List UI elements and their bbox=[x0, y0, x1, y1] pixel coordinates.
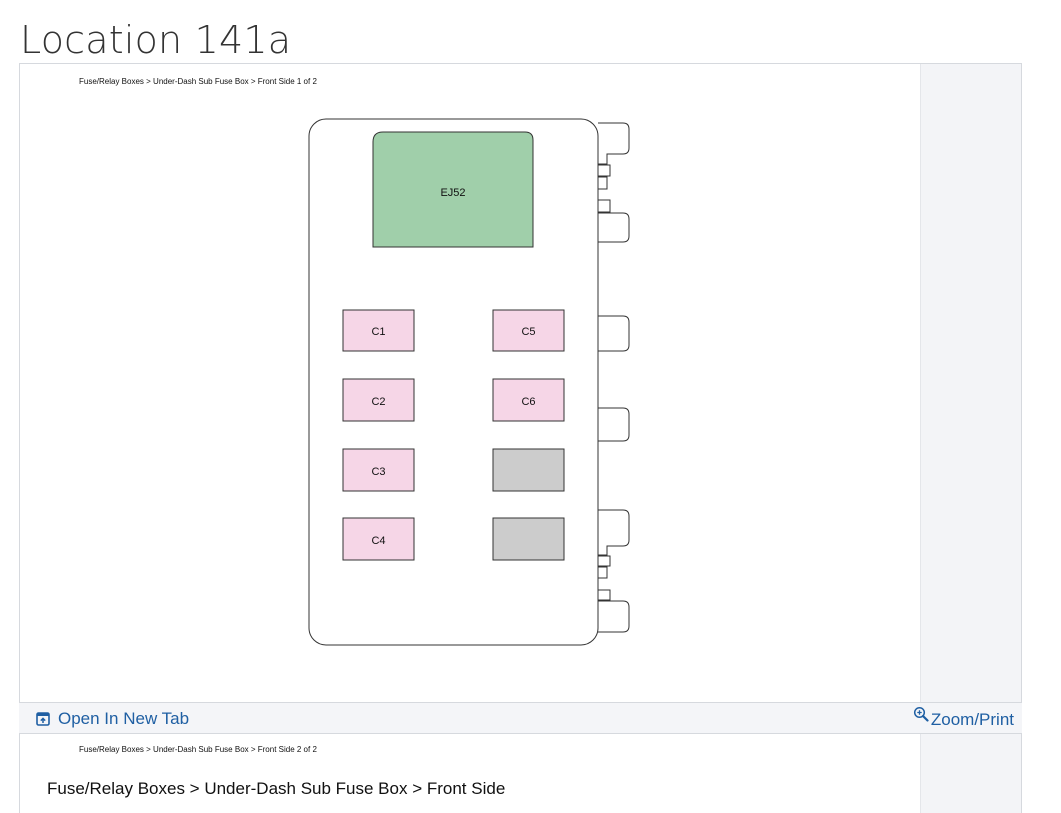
connector-C2 bbox=[342, 378, 415, 422]
connector-C5 bbox=[492, 309, 565, 352]
connector-C6-label: C6 bbox=[521, 396, 535, 408]
connector-C3 bbox=[342, 448, 415, 492]
connector-C1 bbox=[342, 309, 415, 352]
open-new-tab-icon bbox=[36, 712, 50, 726]
fuse-box-figure-2: Fuse/Relay Boxes > Under-Dash Sub Fuse B… bbox=[19, 733, 1022, 813]
figure-side-gutter bbox=[920, 64, 1021, 702]
connector-C6 bbox=[492, 378, 565, 422]
connector-C2-label: C2 bbox=[371, 396, 385, 408]
fuse-box-side-clips bbox=[598, 122, 630, 633]
connector-C4 bbox=[342, 517, 415, 561]
fuse-box-figure: Fuse/Relay Boxes > Under-Dash Sub Fuse B… bbox=[19, 63, 1022, 703]
figure-2-breadcrumb: Fuse/Relay Boxes > Under-Dash Sub Fuse B… bbox=[79, 745, 317, 754]
page-title: Location 141a bbox=[20, 18, 292, 62]
connector-C3-label: C3 bbox=[371, 466, 385, 478]
figure-2-side-gutter bbox=[920, 734, 1021, 813]
open-in-new-tab-link[interactable]: Open In New Tab bbox=[36, 709, 189, 729]
zoom-print-link[interactable]: Zoom/Print bbox=[913, 706, 1014, 730]
relay-EJ52-label: EJ52 bbox=[440, 187, 465, 199]
open-in-new-tab-label: Open In New Tab bbox=[58, 709, 190, 728]
relay-EJ52 bbox=[372, 131, 534, 248]
zoom-print-label: Zoom/Print bbox=[930, 710, 1014, 729]
fuse-box-housing bbox=[308, 118, 599, 646]
figure-breadcrumb: Fuse/Relay Boxes > Under-Dash Sub Fuse B… bbox=[79, 77, 317, 86]
fuse-box-diagram: EJ52 C1 C2 C3 C4 C5 C6 bbox=[308, 118, 630, 646]
connector-C1-label: C1 bbox=[371, 326, 385, 338]
connector-C4-label: C4 bbox=[371, 535, 385, 547]
blank-slot-2 bbox=[492, 517, 565, 561]
connector-C5-label: C5 bbox=[521, 326, 535, 338]
zoom-in-icon bbox=[913, 706, 929, 722]
figure-2-heading: Fuse/Relay Boxes > Under-Dash Sub Fuse B… bbox=[47, 779, 506, 798]
blank-slot-1 bbox=[492, 448, 565, 492]
figure-action-bar: Open In New Tab Zoom/Print bbox=[19, 703, 1022, 733]
